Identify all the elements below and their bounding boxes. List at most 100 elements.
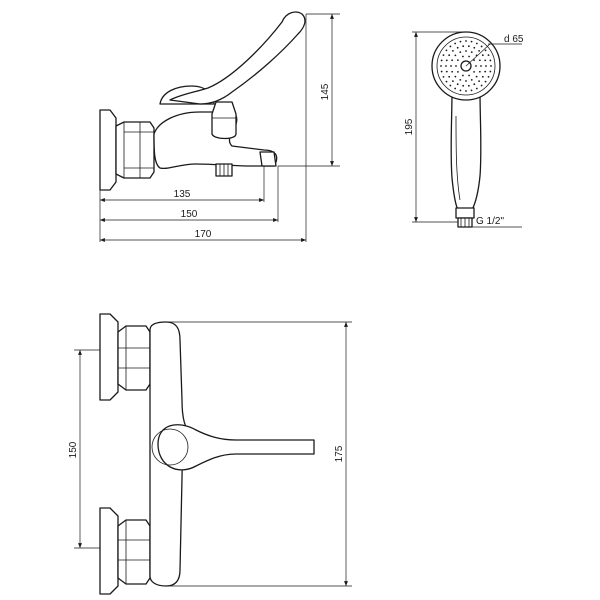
nozzle-dot	[467, 84, 470, 87]
lower-hex-nut	[117, 519, 151, 585]
shower-connector	[455, 207, 475, 219]
upper-wall-flange	[99, 313, 119, 401]
nozzle-dot	[467, 45, 470, 48]
nozzle-dot	[478, 49, 480, 52]
top-view-faucet	[99, 313, 315, 595]
nozzle-dot	[489, 70, 492, 73]
nozzle-dot	[490, 65, 492, 67]
nozzle-dot	[484, 80, 487, 83]
nozzle-dot	[454, 87, 457, 90]
nozzle-dot	[465, 90, 467, 92]
svg-text:135: 135	[174, 189, 191, 200]
nozzle-dot	[452, 49, 454, 52]
lower-wall-flange	[99, 507, 119, 595]
nozzle-dot	[448, 54, 451, 57]
nozzle-dot	[445, 65, 447, 67]
nozzle-dot	[480, 84, 483, 87]
dimension-195: 195	[404, 32, 418, 222]
thread-label: G 1/2"	[476, 216, 504, 227]
nozzle-dot	[462, 45, 465, 48]
nozzle-dot	[481, 75, 484, 78]
nozzle-dot	[465, 40, 467, 42]
nozzle-dot	[484, 70, 487, 73]
nozzle-dot	[475, 65, 477, 67]
dimension-150-side: 150	[100, 209, 278, 222]
nozzle-dot	[445, 59, 448, 62]
nozzle-dot	[484, 49, 487, 52]
shower-handle	[450, 91, 482, 211]
nozzle-dot	[456, 46, 459, 49]
nozzle-dot	[457, 59, 459, 62]
side-view-faucet	[99, 11, 306, 191]
nozzle-dot	[454, 75, 457, 78]
nozzle-dot	[478, 59, 481, 62]
lever-top	[157, 424, 315, 471]
nozzle-dot	[442, 54, 445, 57]
nozzle-dot	[449, 84, 452, 87]
svg-text:175: 175	[334, 445, 345, 462]
nozzle-dot	[442, 75, 445, 78]
nozzle-dot	[475, 42, 478, 45]
svg-text:d 65: d 65	[504, 34, 524, 45]
nozzle-dot	[445, 80, 448, 83]
nozzle-dot	[459, 89, 462, 92]
nozzle-dot	[470, 78, 473, 81]
nozzle-dot	[473, 70, 475, 73]
lever-handle	[169, 11, 306, 105]
lever-cartridge	[151, 428, 189, 466]
nozzle-dot	[455, 65, 457, 67]
nozzle-dot	[468, 74, 470, 77]
aerator	[215, 163, 233, 177]
dimension-d65: d 65	[465, 34, 524, 67]
svg-text:150: 150	[68, 441, 79, 458]
nozzle-dot	[456, 83, 459, 86]
nozzle-dot	[487, 54, 490, 57]
nozzle-dot	[462, 55, 464, 58]
nozzle-dot	[485, 65, 487, 67]
svg-text:145: 145	[320, 83, 331, 100]
shower-head-face	[436, 36, 496, 96]
nozzle-dot	[470, 89, 473, 92]
dimension-135: 135	[100, 189, 264, 202]
nozzle-dot	[445, 70, 448, 73]
dimension-150-top: 150	[68, 350, 82, 548]
dimension-170: 170	[100, 229, 306, 242]
nozzle-dot	[480, 65, 482, 67]
nozzle-dot	[481, 54, 484, 57]
nozzle-dot	[484, 59, 487, 62]
nozzle-dot	[462, 74, 464, 77]
nozzle-dot	[445, 49, 448, 52]
nozzle-dot	[451, 59, 454, 62]
nozzle-dot	[473, 46, 476, 49]
nozzle-dot	[452, 80, 454, 83]
nozzle-dot	[475, 87, 478, 90]
shower-nozzles	[440, 40, 492, 92]
nozzle-dot	[450, 65, 452, 67]
nozzle-dot	[457, 70, 459, 73]
nozzle-dot	[473, 59, 475, 62]
nozzle-dot	[473, 83, 476, 86]
svg-text:195: 195	[404, 118, 415, 135]
nozzle-dot	[451, 70, 454, 73]
nozzle-dot	[470, 51, 473, 54]
upper-hex-nut	[117, 325, 151, 391]
nozzle-dot	[459, 40, 462, 43]
svg-text:G 1/2": G 1/2"	[476, 216, 504, 227]
nozzle-dot	[465, 80, 467, 82]
hand-shower-extension-lines	[412, 31, 522, 228]
nozzle-dot	[440, 65, 442, 67]
nozzle-dot	[465, 50, 467, 52]
nozzle-dot	[475, 75, 478, 78]
nozzle-dot	[462, 84, 465, 87]
diverter-knob	[211, 101, 237, 140]
nozzle-dot	[478, 70, 481, 73]
dimension-175: 175	[334, 322, 348, 586]
nozzle-dot	[487, 75, 490, 78]
nozzle-dot	[478, 80, 480, 83]
top-view-extension-lines	[74, 321, 352, 587]
hand-shower	[431, 31, 501, 228]
nozzle-dot	[470, 40, 473, 43]
nozzle-dot	[448, 75, 451, 78]
nozzle-dot	[454, 42, 457, 45]
